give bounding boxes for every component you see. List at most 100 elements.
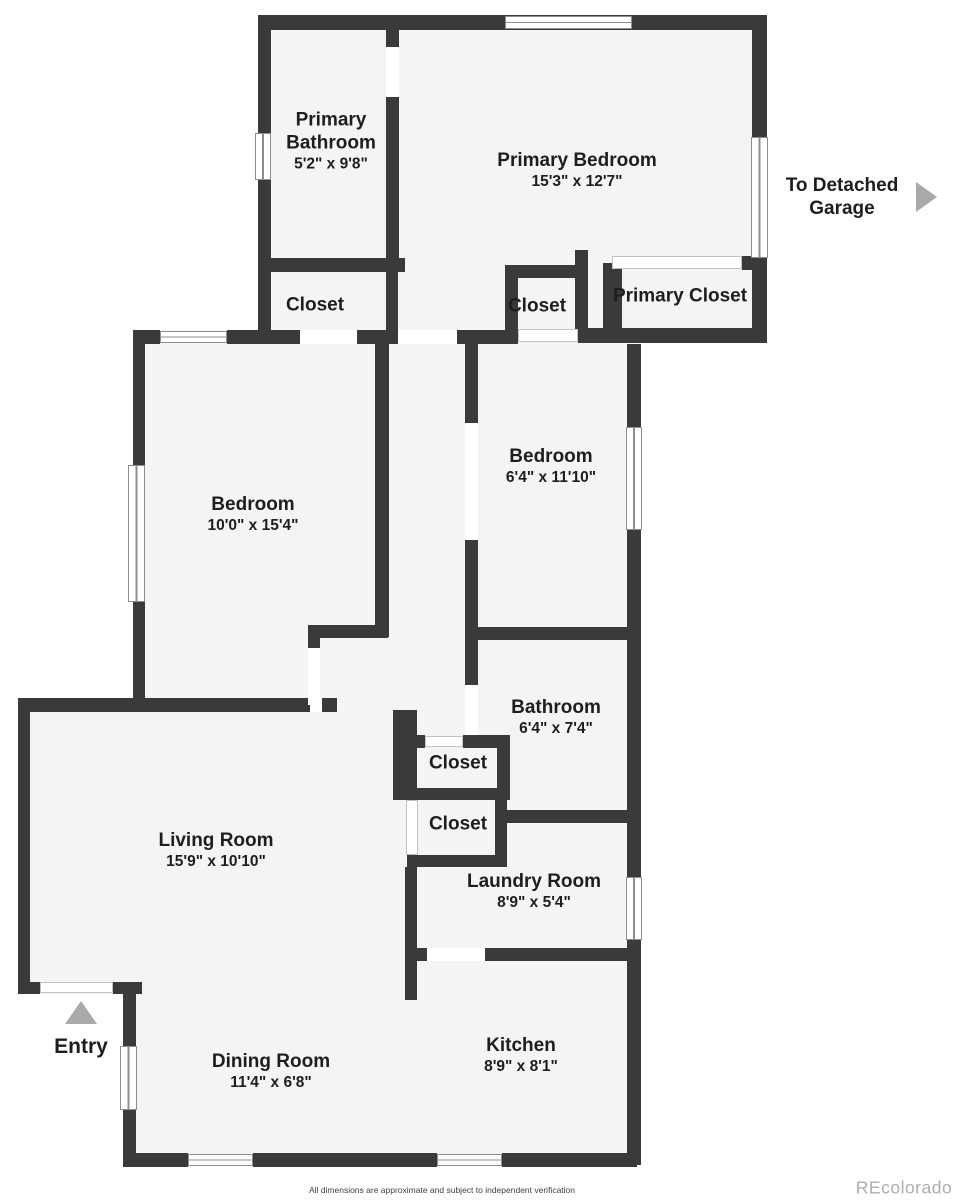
wall — [123, 994, 136, 1046]
wall — [485, 948, 640, 961]
door-opening — [300, 330, 357, 344]
wall — [18, 698, 30, 994]
room-dimensions: 8'9" x 5'4" — [497, 894, 571, 912]
room-label-living-room: Living Room 15'9" x 10'10" — [158, 829, 273, 873]
room-dimensions: 15'3" x 12'7" — [531, 173, 623, 191]
window — [120, 1046, 137, 1110]
room-name: Laundry Room — [466, 870, 602, 892]
wall — [308, 638, 320, 648]
window — [505, 16, 632, 29]
room-label-laundry-room: Laundry Room 8'9" x 5'4" — [467, 870, 601, 914]
disclaimer-text: All dimensions are approximate and subje… — [308, 1185, 576, 1195]
room-label-closet-hall-upper: Closet — [429, 751, 487, 774]
door-opening — [308, 648, 320, 705]
wall — [133, 602, 145, 712]
room-name: Closet — [285, 294, 345, 316]
door-opening — [465, 685, 478, 735]
room-dimensions: 10'0" x 15'4" — [207, 517, 299, 535]
wall — [495, 800, 507, 867]
room-name: Primary Bathroom — [286, 109, 376, 154]
wall — [258, 258, 405, 272]
closet-opening — [518, 329, 578, 342]
wall — [123, 1153, 188, 1167]
floor-area — [123, 982, 637, 1165]
wall — [497, 748, 510, 800]
room-name: Closet — [507, 295, 567, 317]
room-name: Bedroom — [509, 445, 593, 467]
room-name: Bedroom — [211, 493, 295, 515]
room-label-bathroom: Bathroom 6'4" x 7'4" — [511, 696, 601, 740]
garage-note-text: To Detached Garage — [785, 174, 899, 219]
room-label-bedroom-east: Bedroom 6'4" x 11'10" — [506, 445, 596, 489]
wall — [123, 1110, 136, 1160]
wall — [322, 698, 337, 712]
wall — [357, 330, 398, 344]
wall — [405, 867, 417, 1000]
wall — [133, 330, 160, 344]
wall — [457, 330, 518, 344]
wall — [308, 625, 388, 638]
wall — [752, 258, 767, 343]
wall — [465, 640, 478, 685]
window — [128, 465, 145, 602]
room-dimensions: 6'4" x 7'4" — [519, 720, 593, 738]
door-opening — [386, 47, 399, 97]
wall — [627, 940, 641, 1165]
room-label-kitchen: Kitchen 8'9" x 8'1" — [484, 1034, 558, 1078]
wall — [603, 263, 622, 333]
entry-label-text: Entry — [54, 1035, 108, 1059]
window — [626, 877, 642, 940]
wall — [575, 250, 588, 333]
room-name: Primary Bedroom — [497, 149, 657, 171]
window — [437, 1154, 502, 1166]
wall — [417, 948, 427, 961]
room-label-primary-closet: Primary Closet — [613, 284, 747, 307]
room-label-closet-top-left: Closet — [286, 293, 344, 316]
door-opening — [310, 698, 322, 712]
watermark: REcolorado — [855, 1177, 953, 1198]
window — [751, 137, 768, 258]
wall — [465, 344, 478, 423]
window — [160, 331, 227, 343]
wall — [505, 265, 588, 278]
wall — [375, 344, 389, 637]
room-label-primary-bedroom: Primary Bedroom 15'3" x 12'7" — [497, 149, 656, 193]
room-name: Kitchen — [486, 1034, 556, 1056]
room-name: Closet — [428, 813, 488, 835]
floor-area — [18, 698, 420, 994]
room-name: Primary Closet — [612, 285, 748, 307]
entry-arrow-icon — [65, 1001, 97, 1024]
wall — [742, 256, 767, 270]
window — [255, 133, 271, 180]
wall — [465, 627, 640, 640]
wall — [227, 330, 300, 344]
wall — [505, 265, 518, 333]
room-label-dining-room: Dining Room 11'4" x 6'8" — [212, 1050, 330, 1094]
wall — [386, 97, 399, 267]
window — [188, 1154, 253, 1166]
door-opening — [398, 330, 457, 344]
wall — [393, 710, 417, 800]
wall — [627, 530, 641, 823]
room-label-bedroom-west: Bedroom 10'0" x 15'4" — [207, 493, 298, 537]
room-dimensions: 6'4" x 11'10" — [505, 469, 597, 487]
wall — [407, 788, 507, 800]
wall — [258, 30, 271, 343]
room-name: Living Room — [158, 829, 274, 851]
room-label-primary-bathroom: Primary Bathroom 5'2" x 9'8" — [256, 108, 406, 175]
door-opening — [427, 948, 485, 961]
closet-opening — [425, 736, 463, 747]
room-dimensions: 8'9" x 8'1" — [484, 1058, 558, 1076]
garage-arrow-icon — [916, 182, 937, 212]
wall — [463, 735, 510, 748]
wall — [386, 272, 398, 332]
entry-label: Entry — [54, 1034, 108, 1060]
room-name: Bathroom — [511, 696, 601, 718]
room-dimensions: 15'9" x 10'10" — [166, 853, 266, 871]
room-name: Closet — [428, 752, 488, 774]
wall — [113, 982, 142, 994]
wall — [500, 810, 640, 823]
wall — [386, 30, 399, 47]
room-label-closet-top-mid: Closet — [508, 294, 566, 317]
